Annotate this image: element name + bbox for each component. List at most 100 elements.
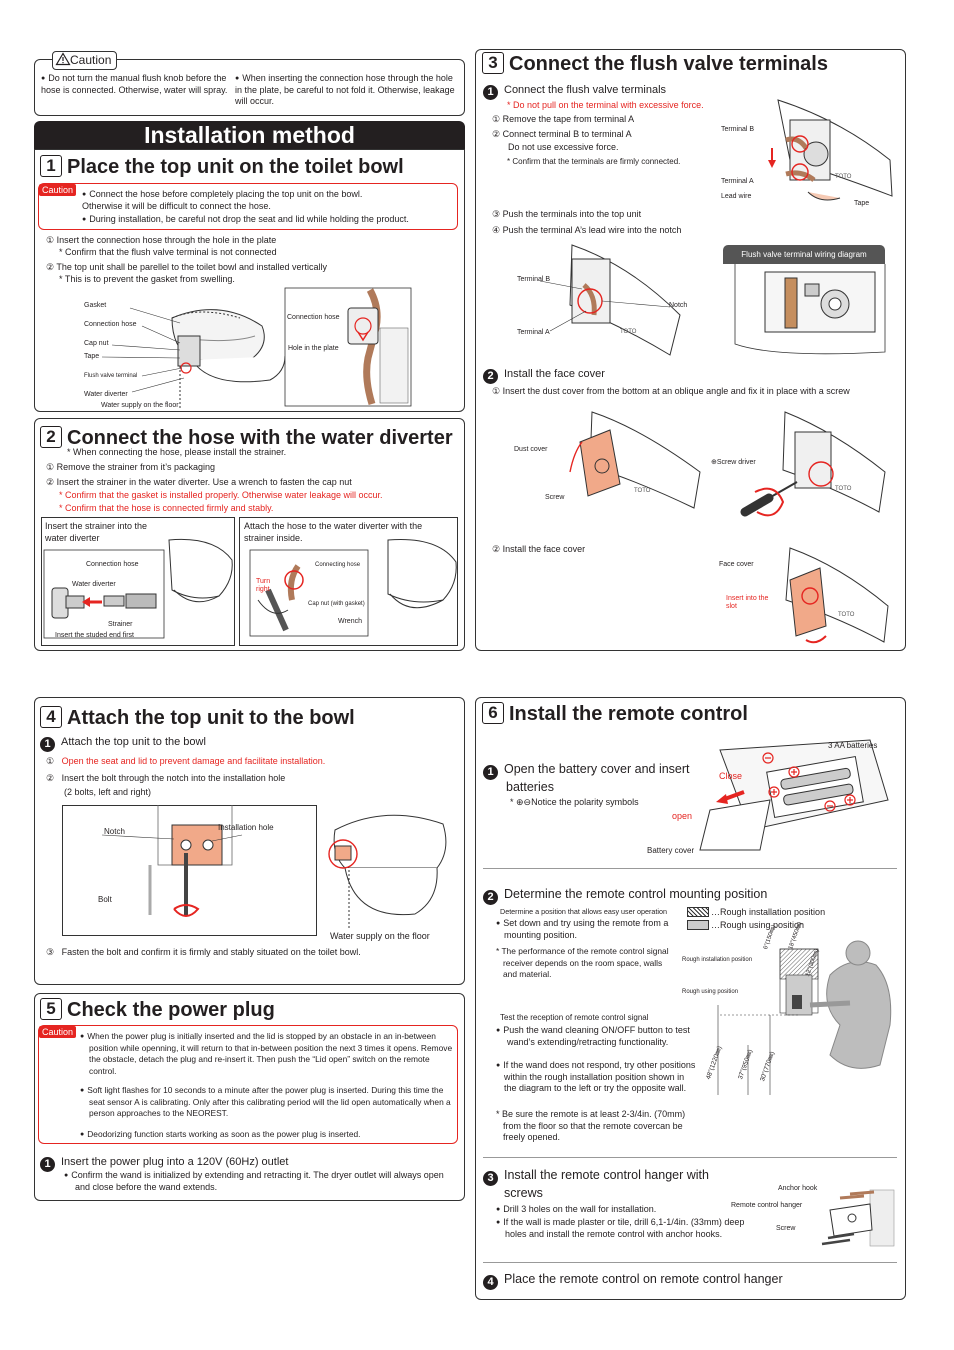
section-3-step-2: ② Connect terminal B to terminal A: [492, 129, 632, 139]
label-water-supply: Water supply on the floor: [101, 402, 179, 409]
caution-top-left: Do not turn the manual flush knob before…: [41, 73, 229, 96]
label-s6-anchor-hook: Anchor hook: [778, 1185, 818, 1192]
section-2-red-2: * Confirm that the hose is connected fir…: [59, 503, 274, 513]
section-1-caution-tag: Caution: [39, 184, 77, 196]
label-s3-terminal-a-2: Terminal A: [517, 329, 550, 336]
section-3-step-3: ③ Push the terminals into the top unit: [492, 209, 642, 219]
section-1-step-2-note: * This is to prevent the gasket from swe…: [59, 274, 235, 284]
wiring-diagram-tag: Flush valve terminal wiring diagram: [723, 245, 885, 264]
section-6-sep-3: [483, 1262, 897, 1263]
label-water-diverter: Water diverter: [84, 391, 128, 398]
section-6-test-title: Test the reception of remote control sig…: [500, 1013, 649, 1022]
label-s2-strainer: Strainer: [108, 621, 133, 628]
section-2-box-2-title: Attach the hose to the water diverter wi…: [244, 521, 423, 543]
label-s3-screw-driver: ⊕Screw driver: [711, 459, 756, 466]
section-6-sep-1: [483, 868, 897, 869]
section-2-box-2: [239, 517, 458, 646]
section-3-step-4: ④ Push the terminal A’s lead wire into t…: [492, 225, 682, 235]
section-1-step-1-note: * Confirm that the flush valve terminal …: [59, 247, 277, 257]
label-s4-bolt: Bolt: [98, 895, 112, 904]
section-5-caution-3: Deodorizing function starts working as s…: [80, 1129, 454, 1141]
hose-wrench-illustration: [249, 538, 457, 637]
dust-cover-illustration: TOTO: [569, 411, 701, 509]
label-s3-terminal-b: Terminal B: [721, 126, 755, 133]
label-gasket: Gasket: [84, 302, 107, 309]
section-4-detail-box: [62, 805, 317, 936]
label-s6-rough-using: Rough using position: [682, 989, 739, 995]
section-1-step-1: ① Insert the connection hose through the…: [46, 235, 277, 245]
section-2-step-2: ② Insert the strainer in the water diver…: [46, 477, 352, 487]
section-5-caution-box: [38, 1025, 458, 1144]
section-5-caution-2: Soft light flashes for 10 seconds to a m…: [80, 1085, 454, 1120]
section-1-step-2: ② The top unit shall be parellel to the …: [46, 262, 328, 272]
section-2-red-1: * Confirm that the gasket is installed p…: [59, 490, 383, 500]
label-cap-nut: Cap nut: [84, 340, 109, 347]
section-2-panel: [34, 418, 465, 651]
label-s4-installation-hole: Installation hole: [218, 823, 274, 832]
section-1-caution-1: Connect the hose before completely placi…: [82, 189, 392, 212]
label-s3-face-cover: Face cover: [719, 561, 754, 568]
section-4-step-2: ② Insert the bolt through the notch into…: [46, 773, 286, 783]
label-s3-screw: Screw: [545, 494, 565, 501]
label-s3-insert-slot: Insert into the slot: [726, 595, 769, 610]
label-s3-dust-cover: Dust cover: [514, 446, 548, 453]
section-3-step-2b: Do not use excessive force.: [508, 142, 619, 152]
label-s2-studded-end: Insert the studed end first: [55, 632, 134, 639]
svg-text:TOTO: TOTO: [835, 174, 852, 180]
legend-install-swatch: [687, 907, 709, 917]
terminal-connect-illustration: TOTO: [768, 99, 893, 201]
section-4-step-3: ③ Fasten the bolt and confirm it is firm…: [46, 947, 361, 957]
svg-text:TOTO: TOTO: [634, 488, 651, 494]
legend-install-label: …Rough installation position: [711, 907, 826, 917]
section-6-n1: * The performance of the remote control …: [496, 946, 669, 979]
warning-icon: [55, 52, 71, 68]
terminal-push-illustration: TOTO: [539, 244, 681, 356]
svg-text:TOTO: TOTO: [835, 486, 852, 492]
label-s3-notch: Notch: [669, 302, 688, 309]
label-s6-battery-cover: Battery cover: [647, 846, 695, 855]
section-6-sep-2: [483, 1157, 897, 1158]
label-s2-connecting-hose: Connecting hose: [315, 562, 361, 568]
wiring-diagram-illustration: [734, 264, 886, 355]
bolt-install-illustration: [101, 805, 243, 917]
caution-top-right: When inserting the connection hose throu…: [235, 73, 455, 108]
section-3-sub-2-step-1: ① Insert the dust cover from the bottom …: [492, 386, 850, 396]
svg-text:TOTO: TOTO: [838, 612, 855, 618]
label-s2-wrench: Wrench: [338, 618, 362, 625]
section-5-caution-1: When the power plug is initially inserte…: [80, 1031, 454, 1077]
section-6-t1: Push the wand cleaning ON/OFF button to …: [496, 1025, 696, 1048]
label-s3-terminal-a: Terminal A: [721, 178, 754, 185]
toilet-attached-illustration: [328, 814, 447, 928]
label-s2-cap-nut-gasket: Cap nut (with gasket): [308, 601, 365, 607]
installation-banner: Installation method: [34, 121, 465, 149]
remote-battery-illustration: [699, 739, 889, 851]
label-s2-connection-hose: Connection hose: [86, 561, 139, 568]
plus-minus-icon: ⊕⊖: [516, 797, 532, 807]
face-cover-illustration: TOTO: [785, 547, 889, 644]
section-2-box-1-title: Insert the strainer into the water diver…: [45, 521, 148, 543]
label-s2-water-diverter: Water diverter: [72, 581, 116, 588]
section-5-caution-tag: Caution: [39, 1026, 77, 1038]
section-6-determine-small: Determine a position that allows easy us…: [500, 907, 668, 916]
section-6-h2: If the wall is made plaster or tile, dri…: [496, 1217, 768, 1240]
label-flush-valve-terminal: Flush valve terminal: [84, 373, 138, 379]
label-s4-water-supply: Water supply on the floor: [330, 931, 430, 941]
toilet-top-unit-illustration: [101, 287, 412, 408]
caution-top-tag: Caution: [52, 51, 118, 70]
label-s3-tape: Tape: [854, 200, 870, 207]
section-2-note: * When connecting the hose, please insta…: [67, 447, 287, 457]
legend-using-label: …Rough using position: [711, 920, 805, 930]
section-6-h1: Drill 3 holes on the wall for installati…: [496, 1204, 736, 1216]
section-6-b1: Set down and try using the remote from a…: [496, 918, 674, 941]
label-s3-lead-wire: Lead wire: [721, 193, 752, 200]
